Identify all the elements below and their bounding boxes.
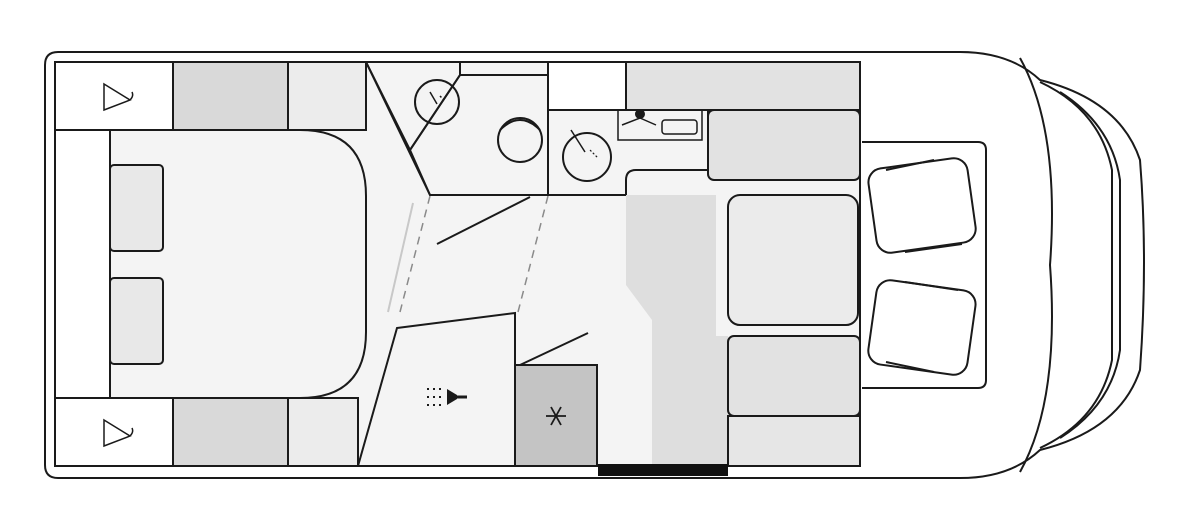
entry-door xyxy=(598,464,728,476)
vehicle-body-outline xyxy=(44,51,1145,479)
shower-head-icon xyxy=(427,388,467,406)
passenger-seat xyxy=(867,279,977,376)
wash-basin-icon xyxy=(414,79,460,125)
snowflake-icon xyxy=(546,406,566,426)
pillow-top xyxy=(109,164,164,252)
shower-door xyxy=(519,332,589,366)
aisle xyxy=(626,195,728,466)
kitchen-counter xyxy=(547,109,709,196)
wardrobe-top xyxy=(54,61,174,131)
kitchen-window-gap xyxy=(547,61,627,111)
cooktop-icon xyxy=(617,109,703,141)
shower-slide-arrow xyxy=(387,202,414,313)
dinette-bench-base xyxy=(727,415,861,467)
wardrobe-bottom xyxy=(54,397,174,467)
toilet-icon xyxy=(497,117,543,163)
hanger-icon xyxy=(103,82,134,112)
bathroom-door-dashed-left xyxy=(399,195,431,313)
bed xyxy=(55,129,367,399)
pillow-bottom xyxy=(109,277,164,365)
rear-shelf-bottom xyxy=(287,397,359,467)
hanger-icon xyxy=(103,418,134,448)
rear-cupboard-bottom xyxy=(172,397,289,467)
dinette-table xyxy=(727,194,859,326)
kitchen-overhead-cabinet xyxy=(625,61,861,111)
bed-headboard xyxy=(54,129,111,399)
driver-seat xyxy=(867,157,977,254)
rear-cupboard-top xyxy=(172,61,289,131)
bathroom-door-dashed-right xyxy=(517,195,549,313)
bathroom-door-swing xyxy=(436,196,531,245)
cab-front xyxy=(862,57,1121,473)
rear-shelf-top xyxy=(287,61,367,131)
dinette-bench-front xyxy=(707,109,861,181)
dinette-bench-rear xyxy=(727,335,861,417)
kitchen-sink-icon xyxy=(562,129,612,182)
